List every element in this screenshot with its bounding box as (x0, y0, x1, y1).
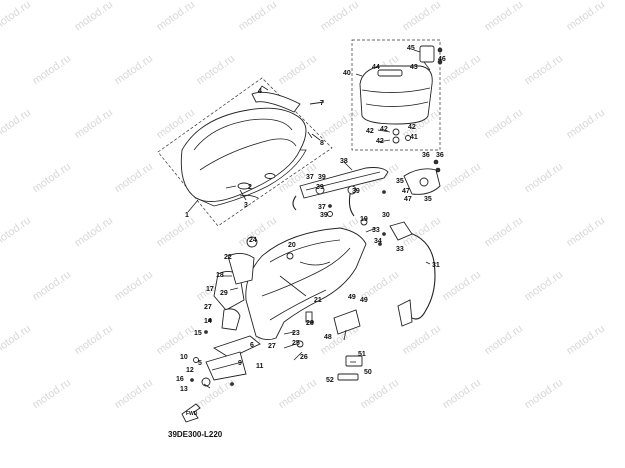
part-label-29: 29 (220, 290, 228, 297)
part-label-44: 44 (372, 64, 380, 71)
part-label-10: 10 (180, 354, 188, 361)
seat-lock-cable (365, 221, 436, 327)
part-label-48: 48 (324, 334, 332, 341)
part-label-5: 5 (198, 360, 202, 367)
part-label-45: 45 (407, 45, 415, 52)
part-label-19: 19 (360, 216, 368, 223)
part-label-1: 1 (185, 212, 189, 219)
part-label-49-right: 49 (360, 297, 368, 304)
leader-lines (187, 49, 431, 389)
part-label-36-right: 36 (436, 152, 444, 159)
lower-bracket (190, 308, 261, 387)
part-label-25: 25 (292, 340, 300, 347)
part-label-11: 11 (256, 363, 264, 370)
part-label-43: 43 (410, 64, 418, 71)
part-label-21: 21 (314, 297, 322, 304)
part-label-52: 52 (326, 377, 334, 384)
part-label-9: 9 (238, 360, 242, 367)
part-label-8: 8 (320, 140, 324, 147)
part-label-37-upper: 37 (306, 174, 314, 181)
part-label-50: 50 (364, 369, 372, 376)
part-label-30: 30 (382, 212, 390, 219)
part-label-38: 38 (340, 158, 348, 165)
part-label-23: 23 (292, 330, 300, 337)
part-label-42-c: 42 (408, 124, 416, 131)
part-label-42-a: 42 (366, 128, 374, 135)
part-label-40: 40 (343, 70, 351, 77)
part-label-3: 3 (244, 202, 248, 209)
fwd-label: FWD (186, 411, 198, 417)
part-label-39-a: 39 (318, 174, 326, 181)
part-label-36-left: 36 (422, 152, 430, 159)
part-label-13: 13 (180, 386, 188, 393)
part-label-41: 41 (410, 134, 418, 141)
part-label-4: 4 (258, 88, 262, 95)
part-label-42-b: 42 (380, 126, 388, 133)
seat-assembly (157, 77, 333, 227)
part-label-37-lower: 37 (318, 204, 326, 211)
part-label-35-lower: 35 (424, 196, 432, 203)
part-label-7: 7 (320, 100, 324, 107)
part-label-39-c: 39 (352, 188, 360, 195)
part-label-18: 18 (216, 272, 224, 279)
part-label-15: 15 (194, 330, 202, 337)
part-label-42-d: 42 (376, 138, 384, 145)
small-parts (305, 309, 363, 381)
part-label-33-lower: 33 (396, 246, 404, 253)
part-label-28: 28 (306, 320, 314, 327)
part-label-46: 46 (438, 56, 446, 63)
part-label-6: 6 (250, 342, 254, 349)
rear-carrier (292, 167, 389, 217)
part-label-31: 31 (432, 262, 440, 269)
top-case-assembly (351, 39, 443, 151)
diagram-code: 39DE300-L220 (168, 430, 223, 439)
tail-light-housing (403, 159, 441, 195)
part-label-47-lower: 47 (404, 196, 412, 203)
part-label-39-b: 39 (316, 184, 324, 191)
part-label-24: 24 (249, 237, 257, 244)
part-label-51: 51 (358, 351, 366, 358)
part-label-27-upper: 27 (204, 304, 212, 311)
part-label-34: 34 (374, 238, 382, 245)
body-shell (213, 218, 368, 361)
part-label-22: 22 (224, 254, 232, 261)
part-label-14: 14 (204, 318, 212, 325)
part-label-12: 12 (186, 367, 194, 374)
part-label-20: 20 (288, 242, 296, 249)
part-label-17: 17 (206, 286, 214, 293)
part-label-35-upper: 35 (396, 178, 404, 185)
part-label-26: 26 (300, 354, 308, 361)
part-label-47-upper: 47 (402, 188, 410, 195)
part-label-39-d: 39 (320, 212, 328, 219)
part-label-2: 2 (248, 184, 252, 191)
fwd-arrow-icon: FWD (181, 403, 201, 423)
part-label-16: 16 (176, 376, 184, 383)
part-label-33-upper: 33 (372, 227, 380, 234)
part-label-27-lower: 27 (268, 343, 276, 350)
part-label-49-left: 49 (348, 294, 356, 301)
